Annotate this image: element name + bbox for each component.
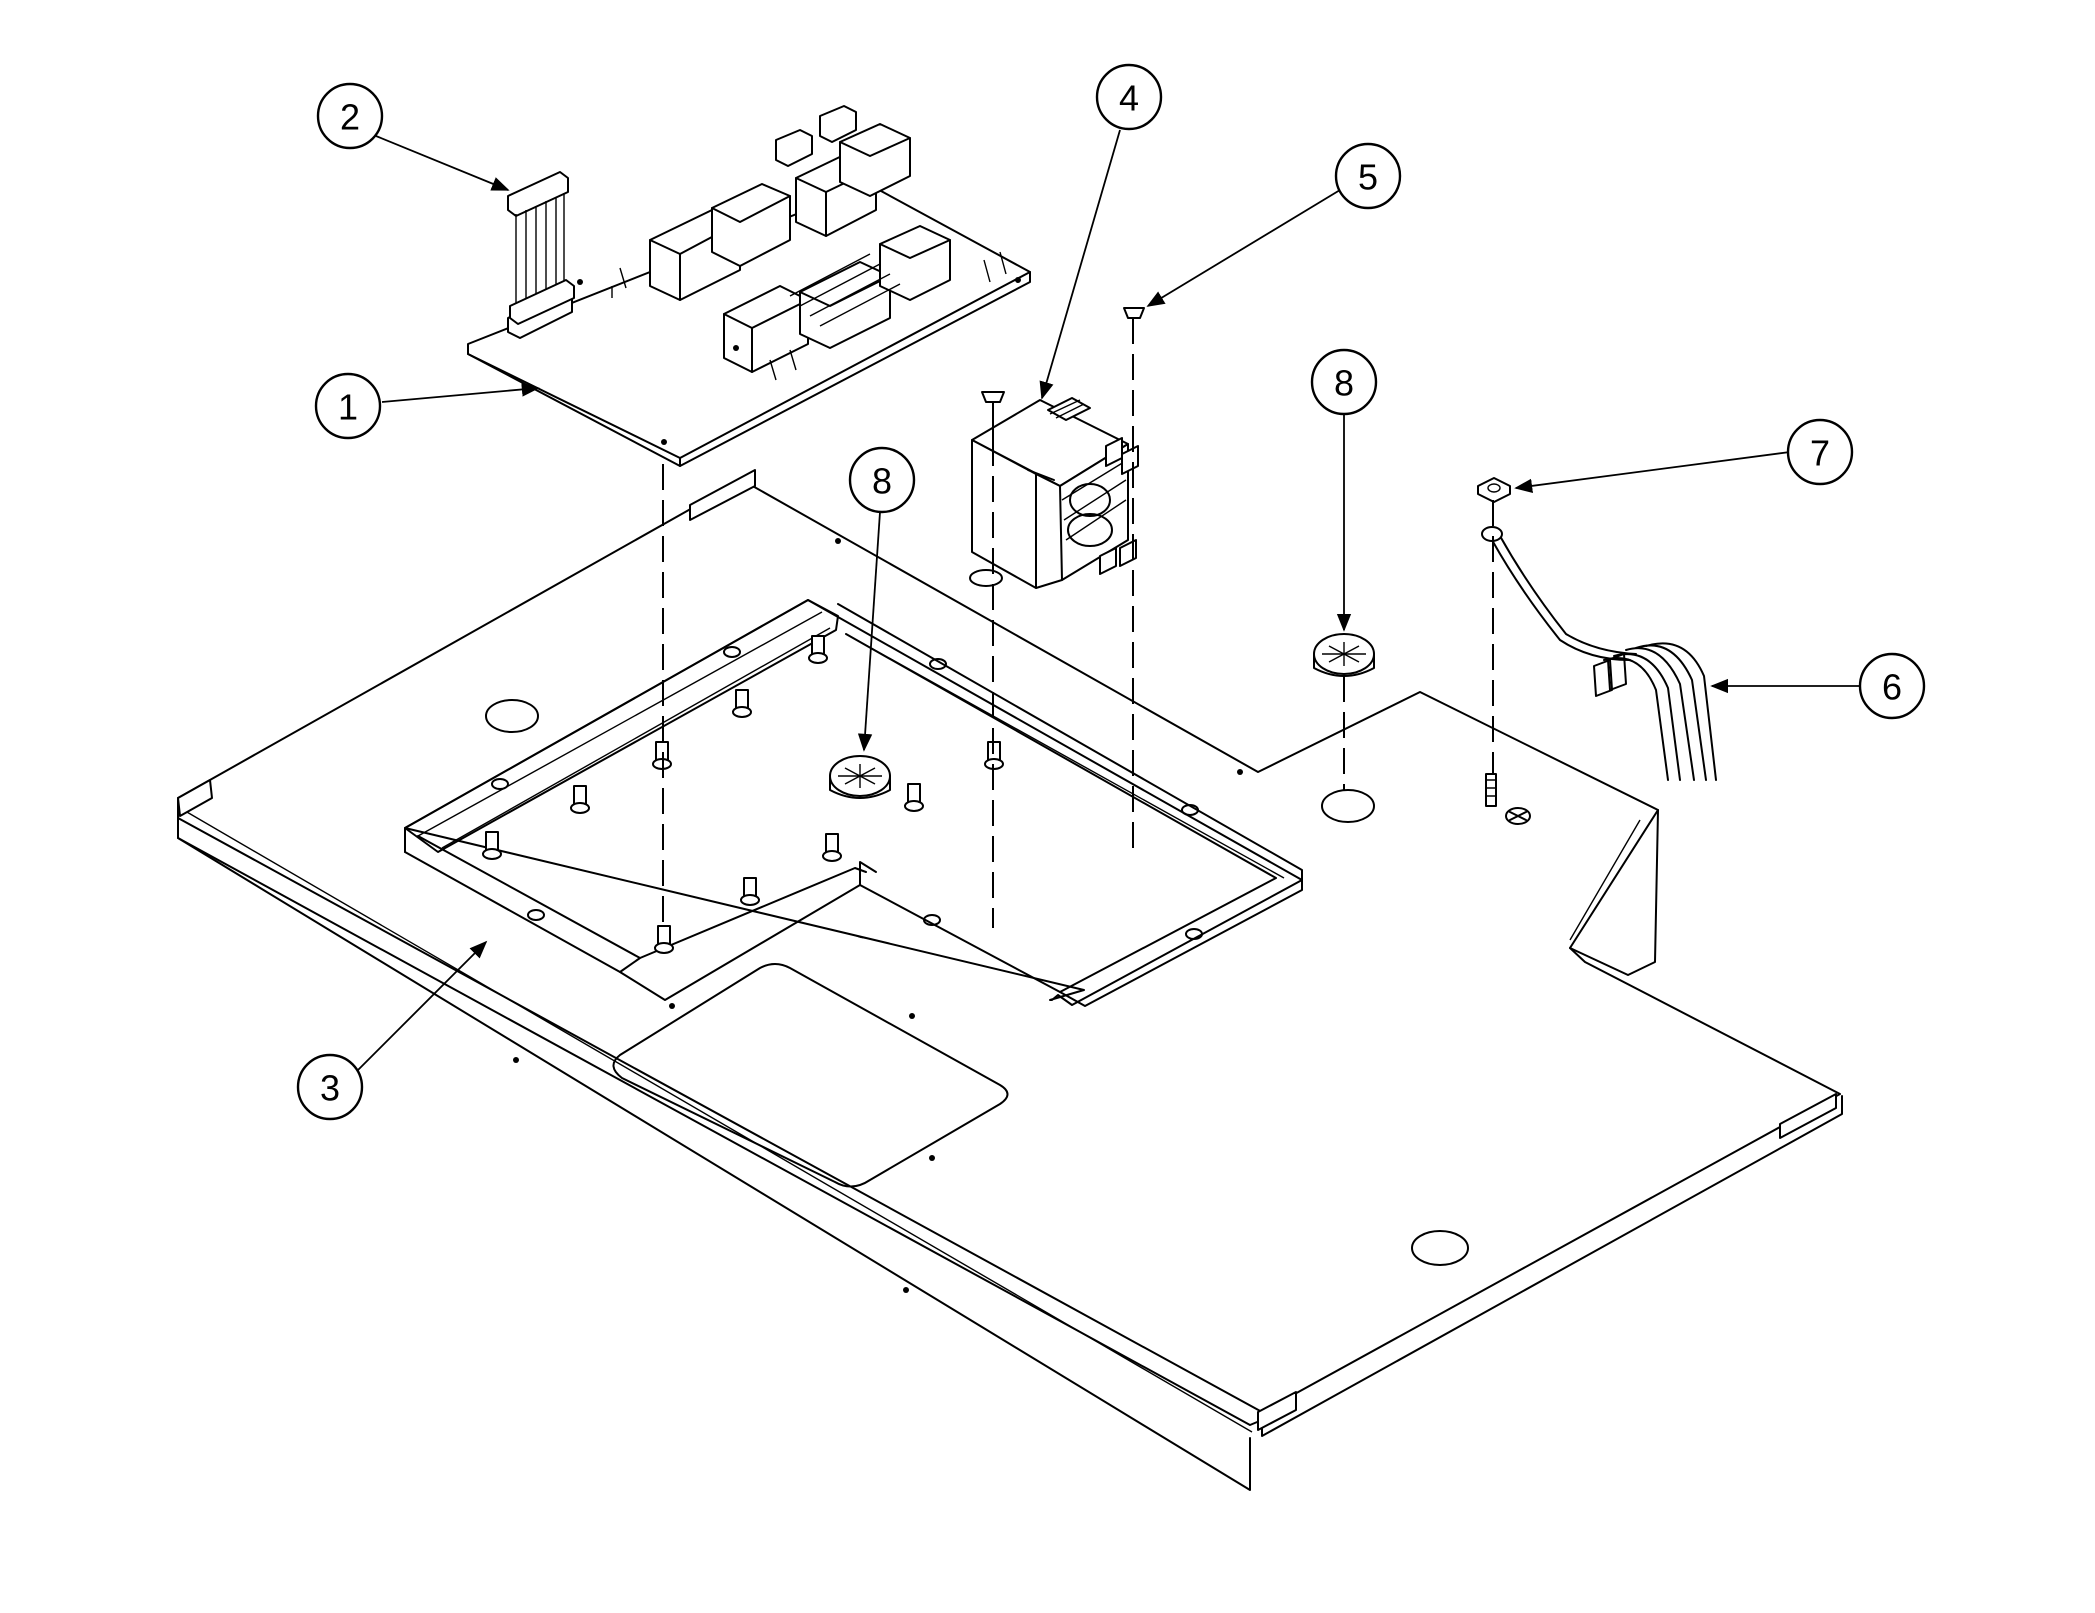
- standoffs: [482, 635, 1004, 954]
- callout-6-label: 6: [1882, 667, 1902, 708]
- callout-2: 2: [316, 82, 384, 150]
- callout-7: 7: [1786, 418, 1854, 486]
- threaded-stud: [1485, 773, 1497, 807]
- wire-harness: [1481, 526, 1717, 781]
- callout-5: 5: [1334, 142, 1402, 210]
- callout-6: 6: [1858, 652, 1926, 720]
- callout-8-left-label: 8: [872, 461, 892, 502]
- callout-1: 1: [314, 372, 382, 440]
- callout-3-label: 3: [320, 1068, 340, 1109]
- base-panel: [177, 469, 1843, 1491]
- hex-nut: [1477, 477, 1511, 503]
- callout-1-label: 1: [338, 387, 358, 428]
- callout-8-right: 8: [1310, 348, 1378, 416]
- callout-4: 4: [1095, 63, 1163, 131]
- ribbon-cable: [507, 171, 575, 325]
- callout-8-left: 8: [848, 446, 916, 514]
- callout-5-label: 5: [1358, 157, 1378, 198]
- grommet-left: [829, 755, 891, 799]
- callout-7-label: 7: [1810, 433, 1830, 474]
- assembly-lines: [662, 318, 1494, 930]
- grommet-right: [1313, 633, 1375, 677]
- callout-2-label: 2: [340, 97, 360, 138]
- callout-3: 3: [296, 1053, 364, 1121]
- recessed-mounting-frame: [404, 599, 1303, 1007]
- callout-8-right-label: 8: [1334, 363, 1354, 404]
- callout-4-label: 4: [1119, 78, 1139, 119]
